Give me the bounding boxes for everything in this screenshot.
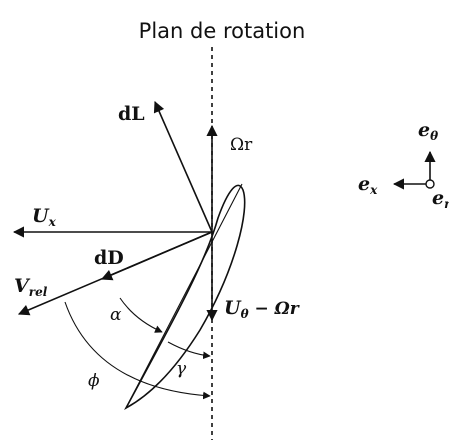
label-e-r: er [432,187,449,211]
label-dL: dL [118,103,145,125]
airfoil-profile [124,184,246,410]
label-gamma: γ [176,359,187,379]
label-e-x: ex [358,173,378,197]
lift-vector-dL [153,100,213,233]
chord-line [125,183,243,409]
label-alpha: α [110,305,122,325]
gamma-arc [167,341,211,360]
label-dD: dD [94,247,124,269]
label-U-x: Ux [32,205,57,229]
label-omega-r: Ωr [230,135,253,155]
phi-arc [64,301,211,400]
diagram-title: Plan de rotation [139,19,306,43]
alpha-arc [119,297,163,333]
e-r-out-of-plane-symbol [425,179,435,189]
label-phi: ϕ [88,371,100,391]
label-V-rel: Vrel [14,275,48,299]
label-e-theta: eθ [418,119,438,143]
V-rel-vector [17,231,213,316]
label-U-theta: Uθ − Ωr [224,297,300,321]
